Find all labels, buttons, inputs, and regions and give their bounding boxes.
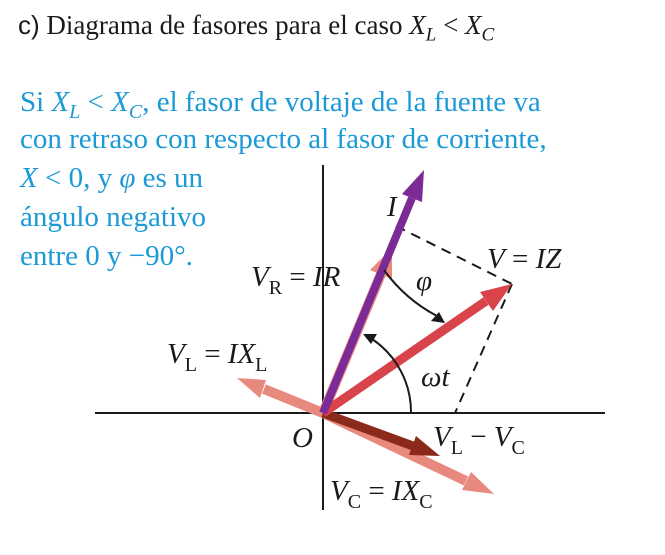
dashed-line-top [395, 225, 513, 285]
figure-title: c) Diagrama de fasores para el caso XL <… [18, 10, 494, 46]
title-xl: XL [409, 10, 437, 46]
vl-label: VL = IXL [167, 338, 267, 376]
vl-phasor [237, 378, 325, 418]
voltage-label: V = IZ [487, 243, 562, 275]
vl-minus-vc-label: VL − VC [433, 421, 525, 459]
dashed-line-right [454, 283, 513, 414]
omega-t-arc [363, 334, 413, 414]
vr-label: VR = IR [251, 261, 341, 299]
phi-label: φ [416, 265, 432, 297]
title-text: Diagrama de fasores para el caso [46, 10, 403, 40]
title-relation: < [443, 10, 459, 40]
current-label: I [386, 191, 398, 223]
phi-angle-arc [383, 269, 445, 323]
voltage-phasor [320, 284, 512, 417]
description-line-5: entre 0 y −90°. [20, 240, 193, 272]
vl-minus-vc-phasor [321, 408, 440, 456]
omega-t-label: ωt [421, 361, 450, 393]
origin-label: O [292, 422, 313, 454]
vc-label: VC = IXC [330, 475, 433, 513]
description-line-4: ángulo negativo [20, 201, 207, 233]
description-line-1: Si XL < XC, el fasor de voltaje de la fu… [20, 86, 541, 123]
title-xc: XC [465, 10, 495, 46]
description-line-3: X < 0, y φ es un [20, 162, 204, 194]
part-label: c) [18, 10, 40, 40]
description-line-2: con retraso con respecto al fasor de cor… [20, 123, 547, 155]
current-phasor [319, 170, 424, 415]
